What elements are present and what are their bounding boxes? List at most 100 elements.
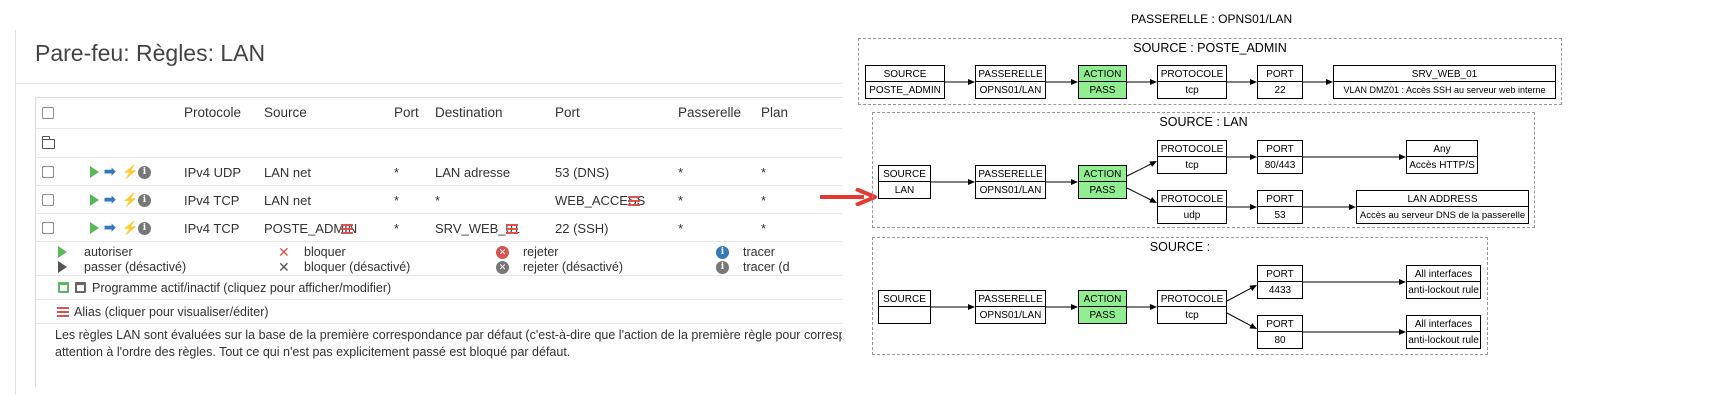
rule-protocol: IPv4 TCP xyxy=(184,221,240,236)
alias-note: Alias (cliquer pour visualiser/éditer) xyxy=(74,305,269,319)
node-label: PROTOCOLE xyxy=(1158,66,1226,82)
log-info-icon[interactable]: i xyxy=(138,194,151,207)
rule-port: * xyxy=(394,221,400,236)
node-value: LAN xyxy=(894,185,915,196)
edge-arrowhead xyxy=(1250,79,1257,85)
edge-line xyxy=(1126,187,1151,201)
rules-table: Protocole Source Port Destination Port P… xyxy=(35,97,842,387)
node-label: PORT xyxy=(1258,141,1302,157)
rule-dest-port: 53 (DNS) xyxy=(555,165,610,180)
rule-checkbox[interactable] xyxy=(42,194,54,206)
node-label: ACTION xyxy=(1079,291,1126,307)
node-protocol: PROTOCOLE tcp xyxy=(1157,140,1227,174)
node-value: PASS xyxy=(1089,85,1116,96)
rule-gateway: * xyxy=(678,165,684,180)
rule-checkbox[interactable] xyxy=(42,222,54,234)
legend-reject-disabled: rejeter (désactivé) xyxy=(523,260,624,274)
node-label: ACTION xyxy=(1079,166,1126,182)
alias-list-icon[interactable] xyxy=(506,224,518,234)
node-label: ACTION xyxy=(1079,66,1126,82)
log-info-icon[interactable]: i xyxy=(138,166,151,179)
rule-checkbox[interactable] xyxy=(42,166,54,178)
node-value: tcp xyxy=(1185,310,1199,321)
diagram-title: PASSERELLE : OPNS01/LAN xyxy=(1131,12,1293,26)
folder-icon[interactable] xyxy=(42,136,55,149)
cluster-title: SOURCE : POSTE_ADMIN xyxy=(1133,41,1287,55)
rule-schedule: * xyxy=(761,165,767,180)
firewall-rules-panel: Pare-feu: Règles: LAN Protocole Source P… xyxy=(15,30,842,395)
pass-icon[interactable] xyxy=(90,194,99,206)
edge-arrowhead xyxy=(1071,79,1078,85)
edge-arrowhead xyxy=(1349,204,1356,210)
log-disabled-icon: i xyxy=(716,261,729,274)
cluster-poste-admin: SOURCE : POSTE_ADMIN xyxy=(858,38,1562,105)
edge-line xyxy=(1226,312,1252,327)
rule-port: * xyxy=(394,193,400,208)
table-row[interactable]: ➡ ⚡ i IPv4 TCP LAN net * * WEB_ACCESS * … xyxy=(36,186,842,214)
node-label: PROTOCOLE xyxy=(1158,291,1226,307)
edge-line xyxy=(1226,287,1252,302)
quick-icon: ⚡ xyxy=(122,192,139,207)
node-label: SOURCE xyxy=(879,291,930,307)
edge-arrowhead xyxy=(1399,154,1406,160)
page-title: Pare-feu: Règles: LAN xyxy=(35,40,266,66)
select-all-checkbox[interactable] xyxy=(42,107,54,119)
node-action: ACTION PASS xyxy=(1078,165,1127,199)
node-value: tcp xyxy=(1185,160,1199,171)
table-row[interactable]: ➡ ⚡ i IPv4 UDP LAN net * LAN adresse 53 … xyxy=(36,158,842,186)
cluster-any: SOURCE : xyxy=(872,237,1488,355)
log-info-icon[interactable]: i xyxy=(138,222,151,235)
node-value xyxy=(879,307,930,323)
node-value: PASS xyxy=(1089,185,1116,196)
node-label: SRV_WEB_01 xyxy=(1334,66,1555,82)
rule-schedule: * xyxy=(761,193,767,208)
footer-line-1: Les règles LAN sont évaluées sur la base… xyxy=(55,328,842,342)
node-value: OPNS01/LAN xyxy=(979,310,1042,321)
legend-log: tracer xyxy=(743,245,775,259)
col-schedule[interactable]: Plan xyxy=(761,105,789,120)
edge-arrowhead xyxy=(1250,204,1257,210)
col-source[interactable]: Source xyxy=(264,105,307,120)
red-arrow-icon xyxy=(820,188,877,206)
edge-arrowhead xyxy=(1399,329,1406,335)
node-value: udp xyxy=(1183,210,1201,221)
footer-line-2: attention à l'ordre des règles. Tout ce … xyxy=(55,345,571,359)
node-protocol: PROTOCOLE tcp xyxy=(1157,290,1227,324)
rule-gateway: * xyxy=(678,221,684,236)
edge-arrowhead xyxy=(968,179,975,185)
col-protocol[interactable]: Protocole xyxy=(184,105,242,120)
pass-icon[interactable] xyxy=(90,166,99,178)
pass-icon[interactable] xyxy=(90,222,99,234)
node-value: tcp xyxy=(1185,85,1199,96)
rule-protocol: IPv4 UDP xyxy=(184,165,242,180)
table-row[interactable]: ➡ ⚡ i IPv4 TCP POSTE_ADMIN * SRV_WEB_01 … xyxy=(36,214,842,242)
node-action: ACTION PASS xyxy=(1078,290,1127,324)
direction-in-icon: ➡ xyxy=(104,163,116,179)
node-value: 22 xyxy=(1274,85,1286,96)
block-icon: ✕ xyxy=(278,244,290,260)
node-label: PROTOCOLE xyxy=(1158,141,1226,157)
rule-destination: * xyxy=(435,193,441,208)
alias-list-icon[interactable] xyxy=(341,224,353,234)
node-label: PASSERELLE xyxy=(976,66,1045,82)
node-value: Accès au serveur DNS de la passerelle xyxy=(1359,210,1526,221)
col-dest-port[interactable]: Port xyxy=(555,105,580,120)
col-destination[interactable]: Destination xyxy=(435,105,503,120)
col-gateway[interactable]: Passerelle xyxy=(678,105,742,120)
node-value: PASS xyxy=(1089,310,1116,321)
node-protocol: PROTOCOLE tcp xyxy=(1157,65,1227,99)
alias-list-icon[interactable] xyxy=(628,196,640,206)
col-port[interactable]: Port xyxy=(394,105,419,120)
node-value: anti-lockout rule xyxy=(1408,335,1479,346)
edge-arrowhead xyxy=(1071,304,1078,310)
reject-disabled-icon: ✕ xyxy=(496,261,509,274)
